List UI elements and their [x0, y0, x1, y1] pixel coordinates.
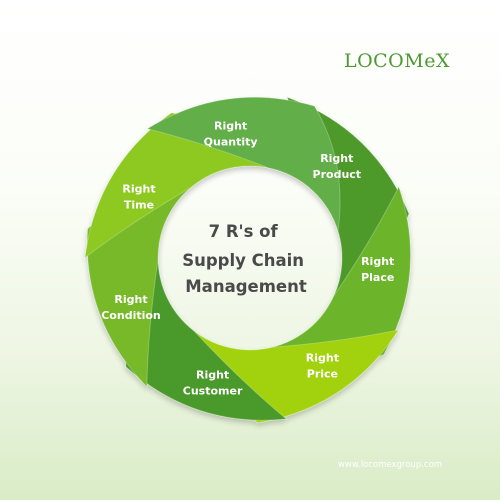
segment-label-name: Place — [361, 271, 394, 284]
center-title-line-3: Management — [185, 277, 307, 296]
segment-label-name: Time — [124, 198, 154, 211]
segment-label-word: Right — [361, 255, 394, 268]
segment-label-name: Condition — [101, 309, 161, 322]
segment-label-name: Price — [307, 368, 338, 381]
segment-label-word: Right — [122, 182, 155, 195]
segment-label-word: Right — [306, 352, 339, 365]
segment-label-name: Quantity — [204, 136, 258, 149]
segment-label-word: Right — [114, 293, 147, 306]
segment-label-word: Right — [196, 368, 229, 381]
diagram-center-title: 7 R's of Supply Chain Management — [182, 222, 310, 296]
center-title-line-2: Supply Chain — [182, 251, 304, 270]
segment-label-word: Right — [320, 152, 353, 165]
website-url: www.locomexgroup.com — [337, 460, 443, 470]
center-title-line-1: 7 R's of — [209, 222, 279, 241]
locomex-logo: LOCOMeX — [343, 50, 450, 72]
segment-label-word: Right — [214, 120, 247, 133]
segments-layer — [84, 96, 411, 424]
segment-quantity — [146, 96, 341, 232]
segment-label-name: Product — [313, 168, 362, 181]
segment-label-name: Customer — [183, 384, 243, 397]
